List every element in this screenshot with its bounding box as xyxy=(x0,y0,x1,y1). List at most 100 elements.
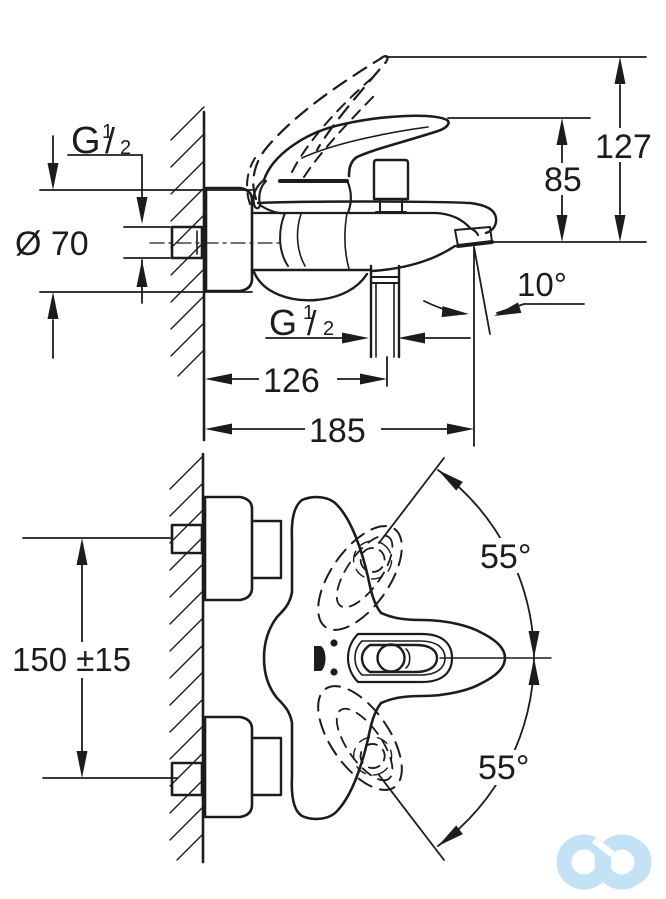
handle-ghost-up xyxy=(317,525,403,631)
wall-hatch-side xyxy=(170,106,205,377)
label-g12-hose-num: 1 xyxy=(303,302,314,324)
label-height-85: 85 xyxy=(544,161,582,199)
handle-front-flap xyxy=(252,178,268,210)
mask-127 xyxy=(590,128,654,162)
logo-right-flat-icon xyxy=(627,837,652,887)
d185-arrow-right xyxy=(447,423,474,435)
upper-nut-washer xyxy=(201,529,206,549)
ghost-down-knob-ring xyxy=(352,736,393,776)
hose-pipe-outer xyxy=(369,264,401,359)
body-inner-curves xyxy=(296,212,350,270)
lower-cylinder-plan xyxy=(250,736,283,797)
dimension-diameter-70 xyxy=(39,135,253,359)
spout-underside xyxy=(370,244,457,273)
d126-arrow-left xyxy=(205,373,232,385)
g12-wall-arrow-up xyxy=(136,260,148,287)
dia70-arrow-top xyxy=(47,163,59,190)
body-outline-plan xyxy=(262,495,507,821)
g12-wall-arrow-down xyxy=(136,197,148,224)
wall-section-plan xyxy=(169,452,205,864)
label-g12-hose-slash: / xyxy=(307,305,317,343)
upper-nut-plan xyxy=(170,523,204,555)
g12-hose-arrow-right xyxy=(342,332,369,344)
angle10-arrow-left xyxy=(441,306,469,318)
diverter-knob xyxy=(372,158,410,213)
label-angle-10: 10° xyxy=(517,266,567,303)
mask-185 xyxy=(305,413,381,446)
pivot-mark xyxy=(314,646,326,671)
wall-hatch-plan xyxy=(169,455,204,861)
lower-escutcheon-plan xyxy=(203,715,254,819)
labels: G 1 / 2 Ø 70 127 85 10° G 1 / 2 126 185 … xyxy=(12,120,652,787)
ghost-down-outer xyxy=(317,685,403,791)
label-height-127: 127 xyxy=(595,128,652,166)
lever-inner-line-plan xyxy=(354,640,446,676)
h85-arrow-top xyxy=(556,118,568,145)
dimension-hose-thread-g12 xyxy=(265,332,471,344)
cartridge-dome-right xyxy=(345,178,352,215)
ghost-up-knob-ring xyxy=(352,540,393,580)
ghost-down-inner xyxy=(335,707,394,782)
swing-down-arc-arrow xyxy=(438,825,463,846)
index-dot-upper xyxy=(330,639,338,647)
handle-ghost-down xyxy=(317,685,403,791)
mask-126 xyxy=(259,363,337,396)
lever-oval-plan xyxy=(360,643,439,674)
aerator-outlet-edge xyxy=(456,240,494,248)
dia70-extension-lines xyxy=(39,135,253,359)
mask-55-lower xyxy=(472,750,540,785)
lever-outline-plan xyxy=(346,632,454,684)
dia70-arrow-bottom xyxy=(47,292,59,319)
escutcheon-side xyxy=(204,186,254,293)
ghost-up-knob xyxy=(359,547,386,573)
swing-up-direction-line xyxy=(378,457,445,544)
h127-arrow-bottom xyxy=(614,215,626,242)
union-nut-side xyxy=(170,225,204,260)
shower-hose-outlet xyxy=(369,264,401,359)
diverter-top-circle xyxy=(376,643,406,673)
label-swing-55-lower: 55° xyxy=(478,749,529,787)
label-g12-hose-den: 2 xyxy=(323,318,334,340)
hose-pipe-inner xyxy=(375,282,395,358)
handle-raised-ghost xyxy=(252,55,389,201)
faucet-body-plan xyxy=(262,495,507,821)
upper-inlet-plan xyxy=(170,495,283,602)
body-underbelly xyxy=(252,270,369,302)
swing-down-direction-line xyxy=(378,774,445,861)
hose-nut-lines xyxy=(370,276,400,284)
handle-outline xyxy=(262,114,450,182)
g12-hose-arrow-left xyxy=(398,332,425,344)
upper-escutcheon-plan xyxy=(203,495,254,602)
dimension-spout-angle-10 xyxy=(423,246,585,447)
ghost-up-inner xyxy=(335,534,394,609)
spacing150-arrow-bottom xyxy=(76,751,88,778)
mask-85 xyxy=(540,163,590,195)
lower-nut-plan xyxy=(170,761,204,797)
diverter-circle-detail xyxy=(405,648,411,669)
swing-vertex-arrow-lower xyxy=(528,658,540,685)
handle-side xyxy=(246,55,450,210)
label-depth-126: 126 xyxy=(263,362,320,400)
logo-interlock-gap xyxy=(591,837,615,857)
side-view xyxy=(39,55,647,447)
label-g12-hose-symbol: G xyxy=(269,302,297,343)
h85-arrow-bottom xyxy=(556,215,568,242)
label-spacing-150: 150 ±15 xyxy=(12,641,131,678)
dimension-wall-thread-g12 xyxy=(67,154,171,304)
mask-150 xyxy=(8,642,150,678)
handle-crease xyxy=(301,126,429,159)
label-swing-55-upper: 55° xyxy=(480,538,531,576)
upper-cylinder-plan xyxy=(250,519,283,580)
watermark-logo xyxy=(556,834,652,890)
handle-raised-ghost-inner xyxy=(246,77,375,205)
label-depth-185: 185 xyxy=(309,412,366,450)
faucet-body-side xyxy=(250,178,498,302)
lower-inlet-plan xyxy=(170,715,283,819)
label-g12-wall-slash: / xyxy=(105,120,115,161)
d185-arrow-left xyxy=(205,423,232,435)
spacing150-arrow-top xyxy=(76,538,88,565)
h127-arrow-top xyxy=(614,57,626,84)
mask-55-upper xyxy=(474,538,542,573)
